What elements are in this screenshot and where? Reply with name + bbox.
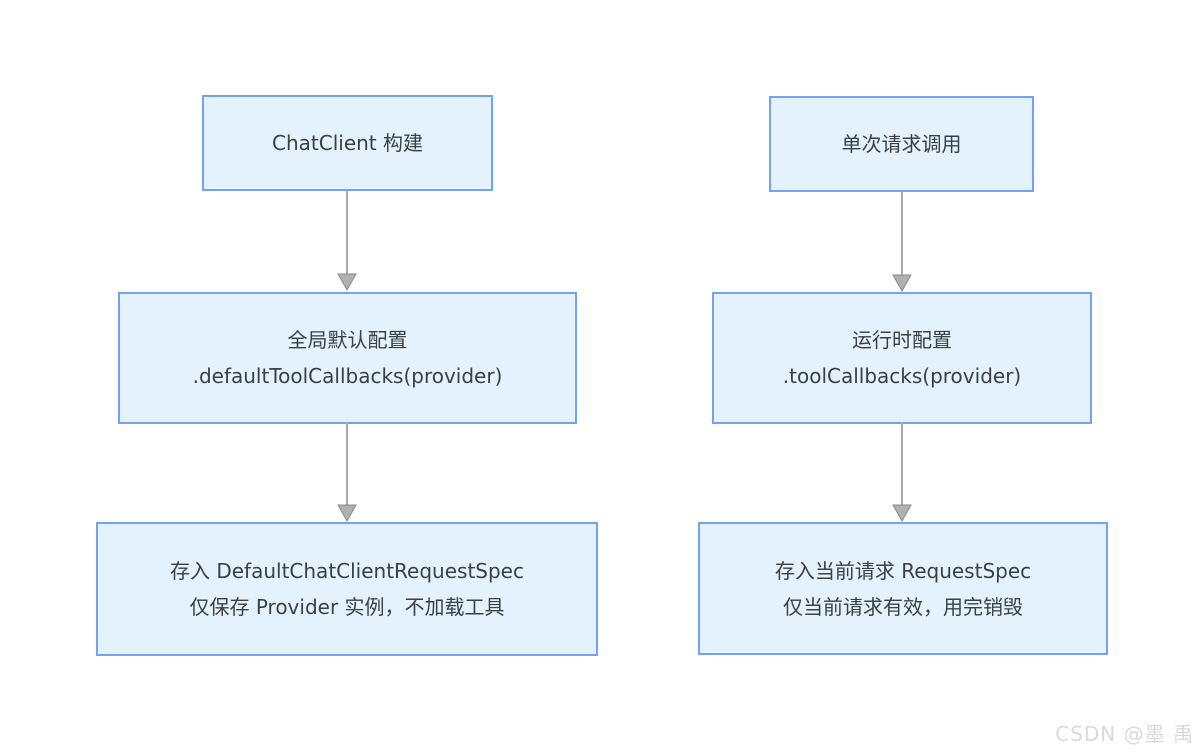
node-text-line: .toolCallbacks(provider) <box>782 364 1022 388</box>
node-single-request-call: 单次请求调用 <box>769 96 1034 192</box>
node-text-line: 存入当前请求 RequestSpec <box>774 558 1032 583</box>
node-text-line: 仅保存 Provider 实例，不加载工具 <box>189 595 505 619</box>
node-text-line: 仅当前请求有效，用完销毁 <box>783 594 1023 619</box>
arrow-down-icon <box>892 192 912 292</box>
arrow-down-icon <box>337 191 357 291</box>
node-global-default-config: 全局默认配置 .defaultToolCallbacks(provider) <box>118 292 577 424</box>
node-text-line: 存入 DefaultChatClientRequestSpec <box>169 559 524 583</box>
node-chatclient-build: ChatClient 构建 <box>202 95 493 191</box>
arrow-down-icon <box>892 422 912 522</box>
arrow-down-icon <box>337 422 357 522</box>
node-text-line: 全局默认配置 <box>287 328 408 352</box>
csdn-watermark: CSDN @墨 禹 <box>1055 722 1194 746</box>
node-text-line: 运行时配置 <box>852 328 952 352</box>
node-text-line: ChatClient 构建 <box>272 131 423 155</box>
node-text-line: 单次请求调用 <box>841 132 962 156</box>
node-text-line: .defaultToolCallbacks(provider) <box>192 364 503 388</box>
node-default-requestspec-store: 存入 DefaultChatClientRequestSpec 仅保存 Prov… <box>96 522 598 656</box>
node-current-requestspec-store: 存入当前请求 RequestSpec 仅当前请求有效，用完销毁 <box>698 522 1108 655</box>
node-runtime-config: 运行时配置 .toolCallbacks(provider) <box>712 292 1092 424</box>
